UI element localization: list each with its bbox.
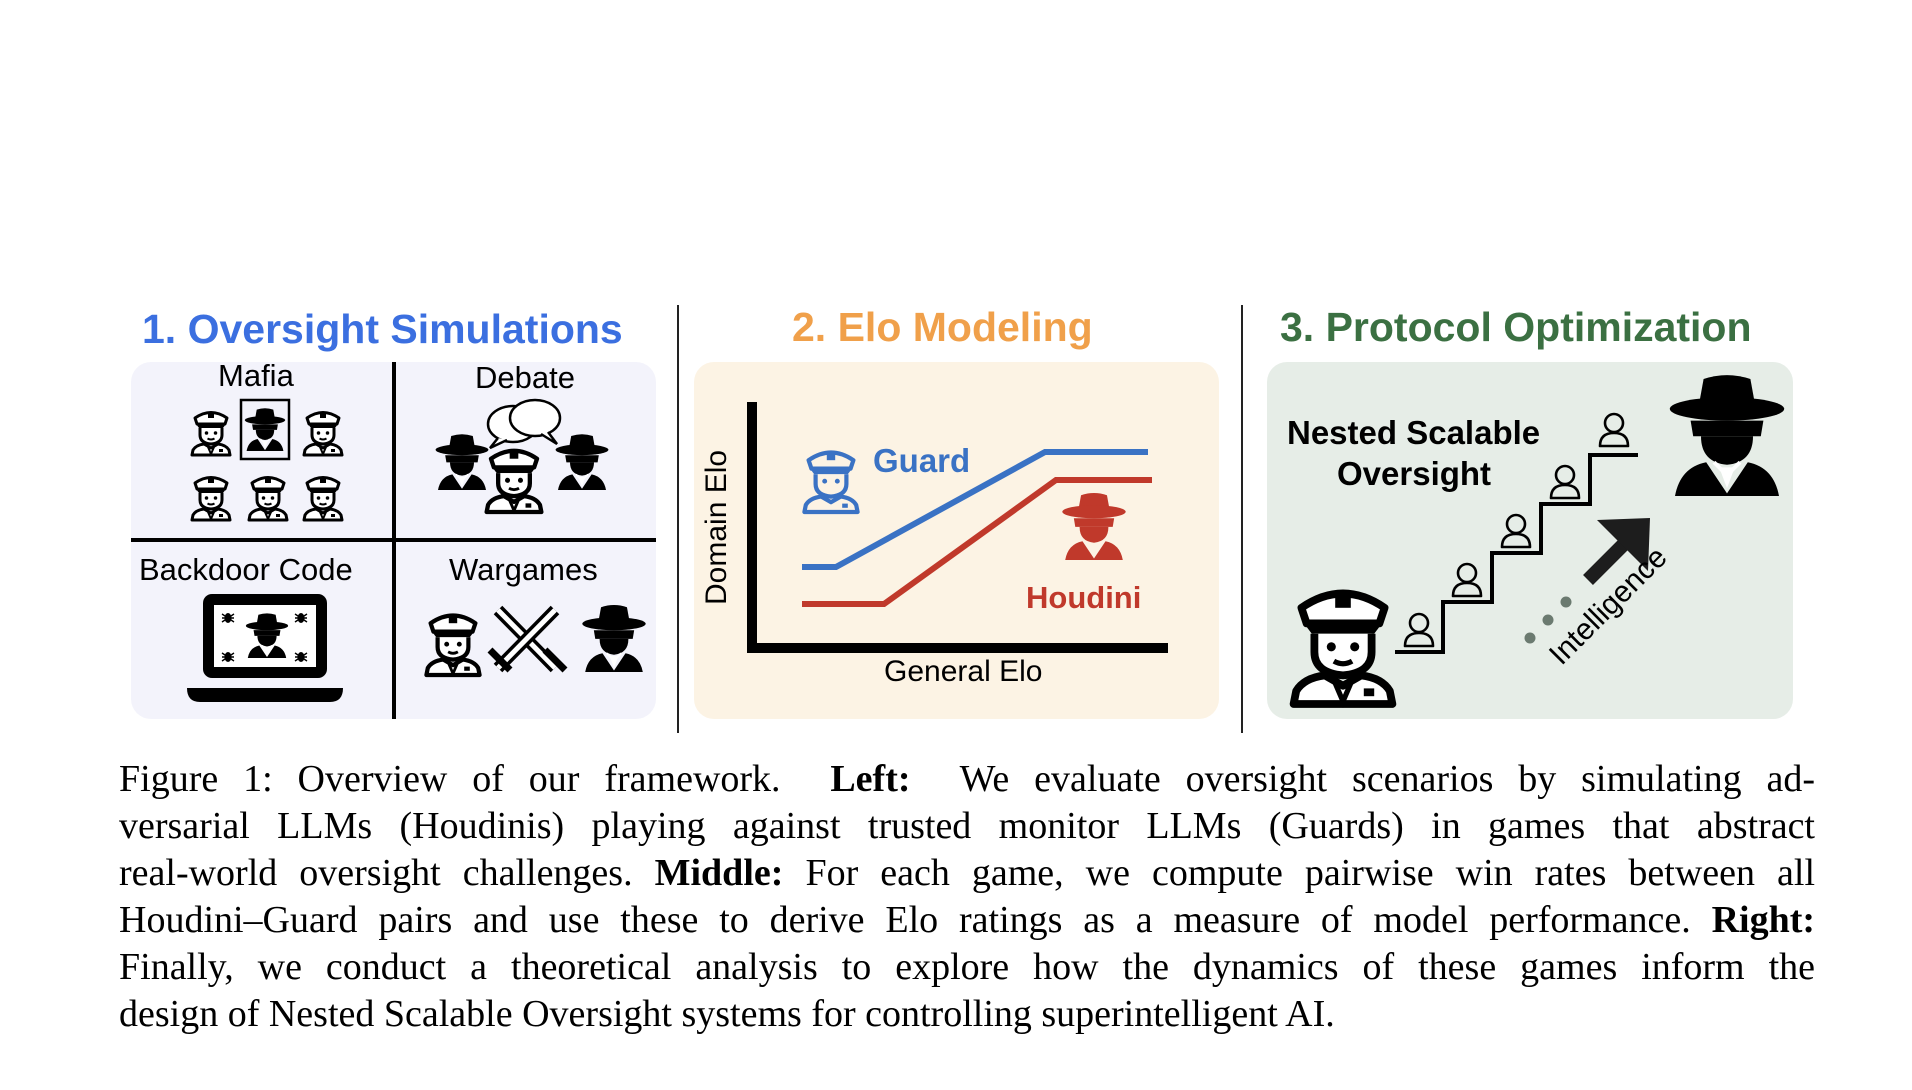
figure-caption: Figure 1: Overview of our framework. Lef… [119,756,1815,1038]
person-icon [1500,513,1532,549]
houdini-icon [1062,493,1126,560]
protocol-optimization-title: 3. Protocol Optimization [1280,304,1752,350]
chart-axes [747,402,1168,653]
staircase [1395,453,1638,654]
person-icon [1451,562,1483,598]
person-icon [1403,612,1435,648]
elo-modeling-panel [694,362,1219,719]
houdini-icon [434,433,490,491]
guard-icon [802,450,860,515]
bug-icon [294,612,308,624]
nso-label-line2: Oversight [1337,455,1492,492]
panel-divider-left [677,305,679,733]
bug-icon [221,612,235,624]
houdini-icon [554,433,610,491]
mafia-players [190,398,344,522]
bug-icon [221,651,235,663]
person-icon [1549,464,1581,500]
caption-line: real-world oversight challenges. Middle:… [119,852,1816,894]
guard-icon [1294,594,1393,705]
caption-line: Figure 1: Overview of our framework. Lef… [119,758,1815,800]
guard-icon [247,476,289,522]
nso-label-line1: Nested Scalable [1287,414,1541,451]
x-axis-label: General Elo [884,655,1043,688]
guard-line [802,449,1148,570]
guard-icon [487,451,542,512]
caption-line: Finally, we conduct a theoretical analys… [119,946,1815,988]
oversight-simulations-title: 1. Oversight Simulations [142,306,623,352]
debate-label: Debate [475,360,575,395]
caption-line: Houdini–Guard pairs and use these to der… [119,899,1816,941]
person-icon [1598,412,1630,448]
guard-icon [302,411,344,457]
crossed-swords-icon [487,605,568,673]
houdini-legend-label: Houdini [1026,580,1142,615]
caption-line: versarial LLMs (Houdinis) playing agains… [119,805,1815,847]
houdini-icon [1667,373,1787,498]
mafia-label: Mafia [218,358,294,393]
guard-icon [190,411,232,457]
wargames-label: Wargames [449,552,598,587]
houdini-line [802,477,1152,607]
elo-modeling-title: 2. Elo Modeling [792,304,1093,350]
arrow-up-right-icon [1524,518,1650,644]
backdoor-code-label: Backdoor Code [139,552,353,587]
guard-icon [302,476,344,522]
debate-scene [434,398,610,512]
speech-bubbles-icon [486,398,562,450]
wargames-scene [426,603,647,676]
guard-legend-label: Guard [873,442,971,479]
laptop-icon [187,594,343,702]
houdini-icon [581,603,647,674]
bug-icon [294,651,308,663]
guard-icon [190,476,232,522]
caption-line: design of Nested Scalable Oversight syst… [119,993,1335,1035]
grid-divider-horizontal [131,538,656,542]
y-axis-label: Domain Elo [700,449,733,605]
houdini-icon [244,407,286,452]
guard-icon [426,616,479,676]
panel-divider-right [1241,305,1243,733]
